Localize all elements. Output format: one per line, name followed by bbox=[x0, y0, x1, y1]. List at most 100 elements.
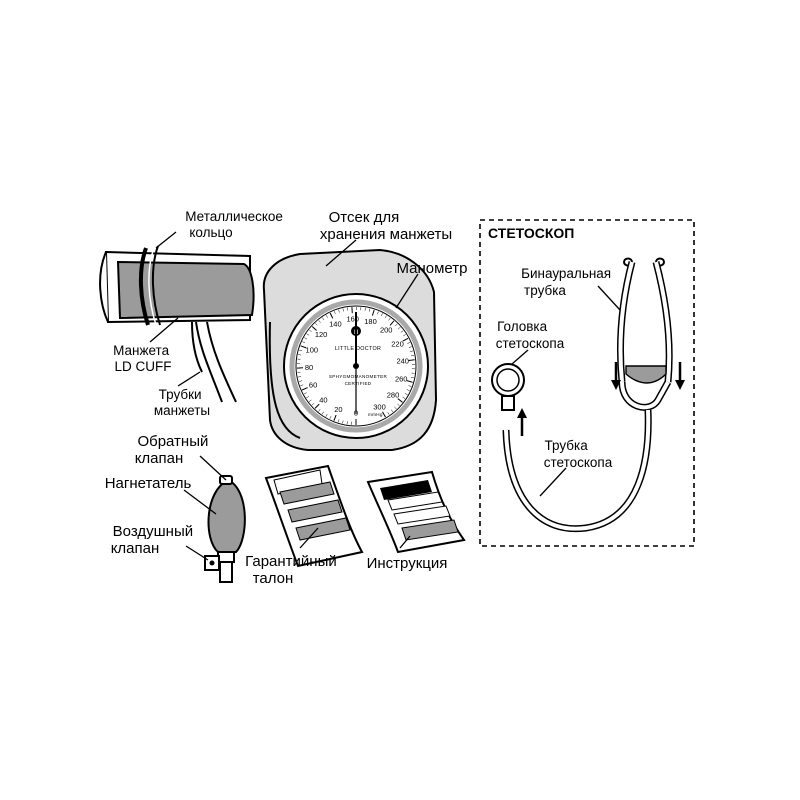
gauge-tick bbox=[410, 350, 414, 352]
inflation-bulb bbox=[204, 475, 246, 583]
gauge-tick bbox=[408, 359, 415, 361]
gauge-tick bbox=[404, 393, 408, 396]
gauge-number-240: 240 bbox=[396, 357, 409, 366]
gauge-tick bbox=[329, 416, 332, 419]
gauge-tick bbox=[298, 354, 302, 356]
gauge-tick bbox=[342, 308, 344, 312]
gauge-tick bbox=[389, 320, 395, 326]
gauge-number-80: 80 bbox=[305, 363, 313, 372]
gauge-tick bbox=[384, 315, 387, 319]
gauge-tick bbox=[342, 420, 344, 424]
gauge-tick bbox=[368, 308, 371, 312]
cuff-label: Манжета LD CUFF bbox=[113, 343, 173, 374]
gauge-number-300: 300 bbox=[373, 402, 386, 411]
gauge-tick bbox=[318, 320, 321, 323]
gauge-tick bbox=[380, 313, 383, 317]
gauge-tick bbox=[408, 346, 412, 348]
gauge-number-260: 260 bbox=[395, 375, 408, 384]
gauge-tick bbox=[304, 337, 308, 340]
gauge-tick bbox=[382, 411, 386, 418]
gauge-tick bbox=[301, 387, 308, 391]
check-valve-label: Обратный клапан bbox=[135, 433, 213, 467]
stethoscope-illustration bbox=[491, 257, 685, 533]
gauge-tick bbox=[388, 317, 391, 321]
gauge-tick bbox=[325, 413, 328, 417]
manual-booklet bbox=[366, 470, 466, 554]
gauge-tick bbox=[302, 341, 306, 344]
cuff-illustration bbox=[99, 245, 255, 403]
gauge-tick bbox=[297, 376, 302, 378]
manometer-gauge: 0204060801001201401601802002202402602803… bbox=[283, 293, 429, 439]
gauge-number-220: 220 bbox=[391, 340, 404, 349]
gauge-tick bbox=[410, 377, 414, 379]
gauge-tick bbox=[311, 326, 317, 331]
gauge-tick bbox=[311, 403, 315, 406]
gauge-tick bbox=[397, 398, 403, 403]
gauge-tick bbox=[318, 408, 321, 412]
gauge-tick bbox=[402, 396, 406, 399]
cuff-tubes-label: Трубки манжеты bbox=[154, 387, 210, 418]
binaural-label: Бинауральная трубка bbox=[521, 266, 615, 298]
gauge-number-160: 160 bbox=[346, 315, 359, 324]
gauge-number-280: 280 bbox=[387, 391, 400, 400]
gauge-number-140: 140 bbox=[329, 319, 342, 328]
gauge-tick bbox=[315, 323, 318, 326]
gauge-tick bbox=[306, 396, 310, 399]
gauge-tick bbox=[325, 314, 328, 318]
gauge-number-100: 100 bbox=[306, 346, 319, 355]
warranty-label: Гарантийный талон bbox=[245, 553, 341, 587]
gauge-number-120: 120 bbox=[315, 330, 328, 339]
metal-ring-label: Металлическое кольцо bbox=[185, 209, 286, 240]
gauge-tick bbox=[299, 380, 303, 382]
gauge-tick bbox=[407, 342, 411, 344]
gauge-tick bbox=[333, 414, 337, 421]
stethoscope-title: СТЕТОСКОП bbox=[488, 225, 574, 241]
gauge-number-40: 40 bbox=[319, 395, 327, 404]
gauge-tick bbox=[402, 337, 409, 342]
gauge-tick bbox=[303, 392, 307, 395]
gauge-tick bbox=[337, 419, 340, 423]
gauge-tick bbox=[411, 355, 415, 357]
gauge-tick bbox=[300, 345, 307, 349]
gauge-tick bbox=[406, 380, 413, 383]
gauge-tick bbox=[299, 349, 303, 352]
stethoscope-tube-label: Трубка стетоскопа bbox=[544, 438, 613, 470]
gauge-tick bbox=[334, 311, 336, 314]
chestpiece-label: Головка стетоскопа bbox=[496, 319, 565, 351]
gauge-number-60: 60 bbox=[309, 381, 317, 390]
gauge-tick bbox=[403, 334, 406, 337]
storage-label: Отсек для хранения манжеты bbox=[320, 209, 452, 243]
gauge-tick bbox=[397, 326, 401, 330]
gauge-brand-text: LITTLE DOCTOR bbox=[335, 346, 381, 352]
gauge-tick bbox=[322, 317, 325, 321]
gauge-line-2: CERTIFIED bbox=[345, 381, 372, 386]
gauge-unit: mmHg bbox=[368, 412, 383, 417]
gauge-tick bbox=[377, 311, 379, 315]
gauge-tick bbox=[338, 309, 340, 313]
gauge-tick-marks bbox=[296, 307, 415, 425]
manometer-label: Манометр bbox=[396, 260, 467, 277]
manual-label: Инструкция bbox=[367, 555, 448, 572]
gauge-tick bbox=[387, 412, 390, 415]
air-valve-label: Воздушный клапан bbox=[111, 523, 198, 557]
gauge-tick bbox=[395, 323, 398, 327]
gauge-tick bbox=[400, 330, 404, 333]
warranty-card bbox=[264, 464, 364, 568]
gauge-tick bbox=[306, 333, 310, 336]
gauge-tick bbox=[300, 384, 304, 387]
gauge-tick bbox=[408, 385, 412, 387]
gauge-tick bbox=[390, 409, 394, 413]
gauge-number-200: 200 bbox=[380, 326, 393, 335]
gauge-number-180: 180 bbox=[364, 317, 377, 326]
gauge-tick bbox=[321, 411, 324, 415]
gauge-number-20: 20 bbox=[334, 405, 342, 414]
gauge-tick bbox=[394, 406, 397, 410]
gauge-tick bbox=[329, 312, 334, 319]
gauge-tick bbox=[397, 403, 400, 406]
bulb-label: Нагнетатель bbox=[105, 475, 192, 492]
gauge-tick bbox=[309, 329, 312, 332]
gauge-tick bbox=[406, 389, 410, 391]
gauge-line-1: SPHYGMOMANOMETER bbox=[329, 374, 388, 379]
gauge-tick bbox=[308, 399, 312, 402]
